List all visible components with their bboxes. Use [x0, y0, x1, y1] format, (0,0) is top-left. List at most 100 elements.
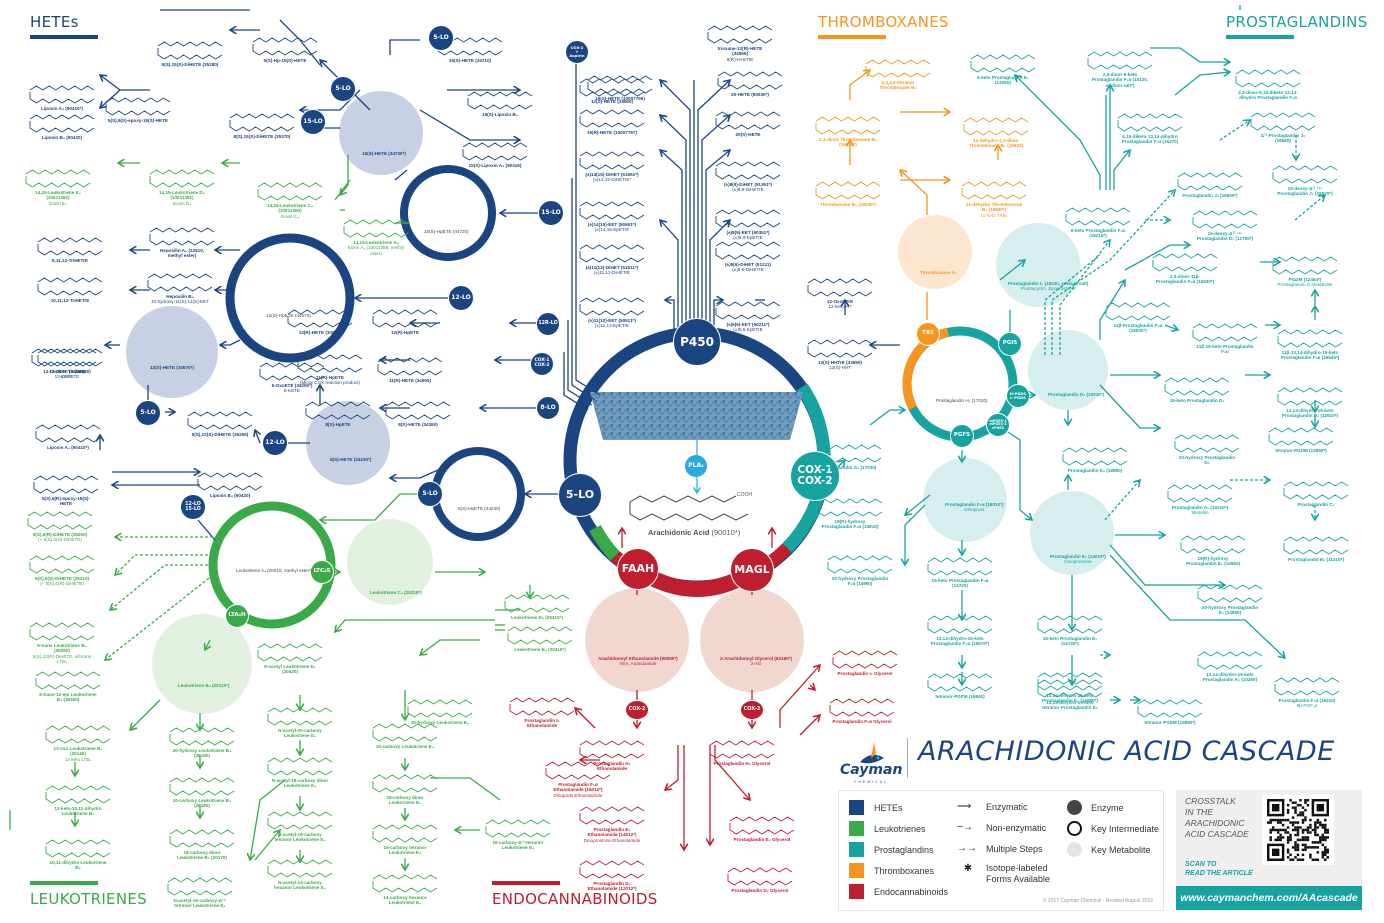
enzyme-pgfs[interactable]: PGFS — [950, 424, 974, 448]
qr-module — [1324, 828, 1327, 832]
cayman-logo[interactable]: Cayman CHEMICAL — [840, 740, 902, 784]
compound-name: (±)5(6)-DiHET (51211) — [725, 262, 771, 267]
qr-module — [1314, 826, 1317, 829]
compound-label: Prostaglandin C₂ — [1286, 502, 1346, 507]
enzyme-cox-2[interactable]: COX-2 — [625, 700, 649, 720]
compound-label: Prostaglandin D₂ Glycerol — [730, 888, 790, 893]
compound-label: 6-trans Leukotriene B₄ (35250)5(S),12(R)… — [32, 643, 92, 665]
enzyme-5-lo[interactable]: 5-LO — [417, 481, 443, 507]
compound-name: (±)11(12)-EET (50511*) — [588, 318, 636, 323]
enzyme-txs[interactable]: TXS — [916, 322, 940, 346]
compound-label: N-acetyl-20-carboxy Leukotriene E₄ — [270, 728, 330, 739]
qr-module — [1291, 828, 1295, 832]
molecule-structure — [267, 707, 333, 726]
enzyme-5-lo[interactable]: 5-LO — [330, 76, 356, 102]
molecule-structure — [865, 59, 931, 78]
compound-name: 15-deoxy-Δ¹²ˎ¹⁴-Prostaglandin D₂ (12700*… — [1196, 231, 1254, 242]
compound-name: 19(R)-HETE (10007767) — [586, 130, 638, 135]
enzyme-15-lo[interactable]: 15-LO — [538, 200, 564, 226]
enzyme-ltc4s[interactable]: LTC₄S — [310, 560, 334, 584]
qr-module — [1294, 821, 1297, 824]
compound-name: Prostaglandin D₂ Glycerol — [731, 888, 789, 893]
qr-module — [1321, 838, 1325, 842]
qr-module — [1269, 836, 1272, 839]
pgi2-name: Prostaglandin I₂ (18220, sodium salt) — [1008, 281, 1089, 286]
compound-synonym: 10-hydroxy-11(S),12(S)-EET — [150, 299, 210, 305]
molecule-structure — [579, 201, 645, 220]
molecule-structure — [727, 867, 793, 886]
molecule-structure — [963, 117, 1029, 136]
enzyme-12-lo[interactable]: 12-LO — [262, 430, 288, 456]
compound-synonym: Eoxin C₄ — [281, 213, 299, 219]
compound-name: 10,11-dihydro Leukotriene B₄ — [49, 860, 107, 871]
enzyme-magl[interactable]: MAGL — [730, 548, 774, 592]
enzyme-cox-1-cox-2[interactable]: COX-1 COX-2 — [790, 451, 840, 501]
legend-swatch — [849, 821, 864, 836]
compound-synonym: (±)5,6-EpETrE — [733, 327, 763, 333]
ring-segment-leukotriene — [589, 524, 620, 561]
compound-name: 12-oxo Leukotriene B₄ (20140) — [53, 746, 103, 757]
compound-label: 16-carboxy-Δ¹³-tetranor Leukotriene E₄ — [488, 840, 548, 851]
compound-synonym: Dinoprostone Ethanolamide — [583, 837, 641, 843]
molecule-structure — [729, 816, 795, 835]
enzyme-lta4h[interactable]: LTA₄H — [225, 604, 249, 628]
compound-name: 5(S),6(R)-epoxy-15(S)-HETE — [42, 496, 90, 507]
molecule-structure — [709, 740, 775, 759]
compound-label: (±)5(6)-DiHET (51211)(±)5,6-DiHETrE — [718, 262, 778, 273]
article-url-link[interactable]: www.caymanchem.com/AAcascade — [1176, 886, 1362, 910]
key-intermediate-ring-12-hpete — [225, 233, 355, 363]
molecule-structure — [579, 78, 645, 97]
compound-name: PGDM (12454*) — [1288, 277, 1322, 282]
compound-label: 5-OxoETE (34250*)5-KETE — [262, 383, 322, 394]
compound-name: Δ¹²-Prostaglandin J₂ (18550) — [1260, 133, 1306, 144]
compound-label: Lipoxin B₄ (90420) — [200, 493, 260, 498]
disc-icon — [1067, 842, 1082, 857]
qr-module — [1286, 838, 1290, 842]
compound-name: 13,14-dihydro-15-keto Prostaglandin A₂ (… — [1202, 672, 1258, 683]
compound-name: Lipoxin B₄ (90420) — [41, 135, 83, 140]
enzyme-mpges[interactable]: mPGES-1 mPGES-2 cPGES — [986, 413, 1010, 437]
enzyme-pgis[interactable]: PGIS — [998, 332, 1022, 356]
molecule-structure — [45, 839, 111, 858]
qr-code[interactable] — [1262, 795, 1334, 865]
enzyme-12-lo-15-lo[interactable]: 12-LO 15-LO — [180, 494, 206, 520]
legend-item-endocannabinoids: Endocannabinoids — [849, 884, 948, 899]
qr-module — [1306, 799, 1310, 802]
key-intermediate-15-hpete: 15(S)-HpETE (44720) — [424, 229, 469, 234]
enzyme-8-lo[interactable]: 8-LO — [536, 396, 560, 420]
compound-name: 12(S)-HHTrE (34590) — [818, 360, 862, 365]
qr-module — [1296, 821, 1300, 824]
compound-label: 12(R)-HpETE — [375, 330, 435, 335]
compound-name: 5(S),12(S)-DiHETE (35260) — [191, 432, 249, 437]
enzyme-h-pgds-l-pgds[interactable]: H-PGDS L-PGDS — [1006, 384, 1030, 408]
enzyme-pla2[interactable]: PLA₂ — [685, 455, 707, 477]
enzyme-cox-2[interactable]: COX-2 — [740, 700, 764, 720]
compound-synonym: (±)8,9-EpETrE — [733, 235, 763, 241]
enzyme-12r-lo[interactable]: 12R-LO — [536, 312, 560, 336]
qr-module — [1299, 813, 1302, 817]
molecule-structure — [147, 273, 213, 292]
legend-label: Key Metabolite — [1091, 844, 1151, 855]
compound-label: Prostaglandin E₂ Glycerol — [732, 837, 792, 842]
enzyme-5-lo-central[interactable]: 5-LO — [558, 473, 602, 517]
compound-label: 5(S),6(S)-DiHETE (35210)(+ 5(S),6(R)-DiH… — [32, 576, 92, 587]
arachidonic-acid-label: Arachidonic Acid (90010*) — [648, 528, 740, 537]
enzyme-p450[interactable]: P450 — [673, 318, 721, 366]
compound-label: 6-trans-12-epi Leukotriene B₄ (35260) — [38, 692, 98, 703]
qr-module — [1284, 828, 1287, 832]
key-metabolite-ltb4: Leukotriene B₄ (20110*) — [178, 683, 230, 688]
enzyme-faah[interactable]: FAAH — [617, 548, 659, 590]
enzyme-cox-1-cox-2-small[interactable]: COX-1 COX-2 — [530, 352, 554, 376]
qr-module — [1271, 826, 1275, 829]
enzyme-12-lo[interactable]: 12-LO — [448, 285, 474, 311]
molecule-structure — [545, 761, 611, 780]
enzyme-5-lo[interactable]: 5-LO — [135, 400, 161, 426]
enzyme-15-lo[interactable]: 15-LO — [300, 109, 326, 135]
compound-label: 18-carboxy dinor Leukotriene B₄ (20170) — [172, 850, 232, 861]
compound-name: 14,15-Leukotriene E₄ (10011362) — [35, 190, 81, 201]
enzyme-5-lo[interactable]: 5-LO — [428, 25, 454, 51]
molecule-structure — [1037, 679, 1103, 698]
compound-label: 8(S)-HpETE — [308, 422, 368, 427]
qr-module — [1311, 841, 1315, 844]
enzyme-cox-2-aspirin[interactable]: COX-2 + Aspirin — [565, 40, 589, 64]
